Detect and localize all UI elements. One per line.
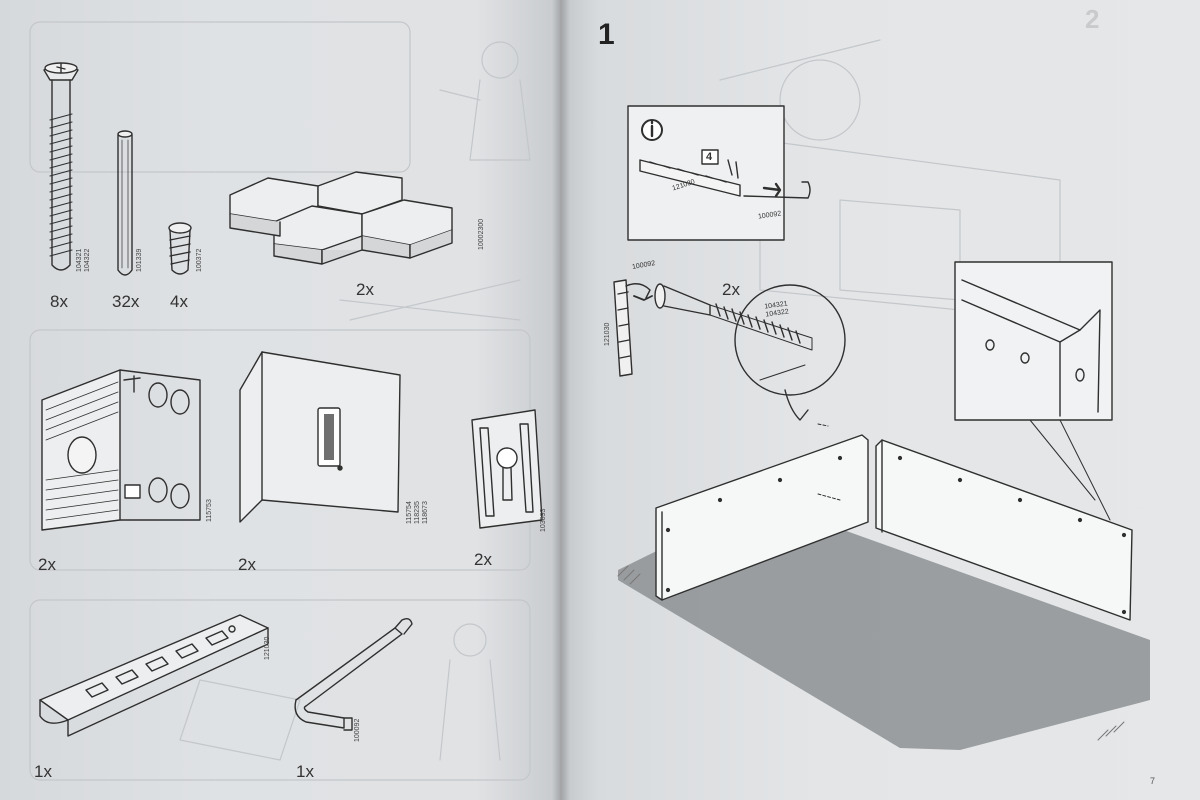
- partno-long-screw: 104321 104322: [76, 248, 91, 272]
- partno-dowel: 101339: [136, 248, 143, 272]
- detail-screw-parts: 104321 104322: [764, 300, 790, 319]
- qty-hexagon-panels: 2x: [356, 280, 374, 299]
- qty-connector-rail: 1x: [34, 762, 52, 781]
- detail-screw-drawing: [654, 283, 813, 351]
- partno-hexagon-panels: 10002300: [478, 218, 485, 250]
- left-panel: [655, 434, 869, 601]
- wall-plate-drawing: [471, 409, 543, 529]
- qty-allen-key: 1x: [296, 762, 314, 781]
- partno-wall-plate: 103693: [540, 508, 547, 532]
- partno-angle-bracket: 115754 118235 118673: [406, 501, 429, 524]
- page-number: 7: [1150, 776, 1156, 786]
- qty-corner-bracket: 2x: [38, 555, 56, 574]
- zoom-detail-box: [954, 261, 1113, 521]
- step-number: 1: [598, 18, 615, 51]
- detail-rail-drawing: [613, 279, 653, 377]
- info-badge: 4: [706, 151, 713, 163]
- detail-rail-part: 121030: [604, 322, 611, 346]
- partno-allen-key: 100092: [354, 718, 361, 742]
- partno-connector-rail: 121030: [264, 636, 271, 660]
- dashed-guide: [817, 423, 841, 501]
- qty-angle-bracket: 2x: [238, 555, 256, 574]
- partno-corner-bracket: 115753: [206, 499, 213, 522]
- book-spine: [552, 0, 570, 800]
- hexagon-panels-drawing: [229, 171, 453, 265]
- magnifier-circle: [734, 284, 846, 421]
- corner-bracket-drawing: [41, 369, 201, 531]
- qty-wall-plate: 2x: [474, 550, 492, 569]
- info-icon: [641, 119, 663, 141]
- info-key-drawing: [743, 181, 811, 199]
- partno-short-screw: 100372: [196, 248, 203, 272]
- qty-short-screw: 4x: [170, 292, 188, 311]
- allen-key-drawing: [294, 617, 413, 731]
- bleed-through-step-number: 2: [1085, 4, 1100, 34]
- short-screw-drawing: [168, 222, 192, 275]
- right-panel: [875, 439, 1133, 621]
- angle-bracket-drawing: [239, 351, 401, 523]
- long-screw-drawing: [43, 62, 79, 271]
- dowel-drawing: [117, 130, 133, 276]
- qty-dowel: 32x: [112, 292, 140, 311]
- connector-rail-drawing: [39, 614, 269, 737]
- detail-screw-qty: 2x: [722, 280, 740, 299]
- badge-box: [701, 149, 719, 165]
- floor-hatching: [617, 565, 1125, 741]
- info-rail-drawing: [639, 159, 741, 197]
- qty-long-screw: 8x: [50, 292, 68, 311]
